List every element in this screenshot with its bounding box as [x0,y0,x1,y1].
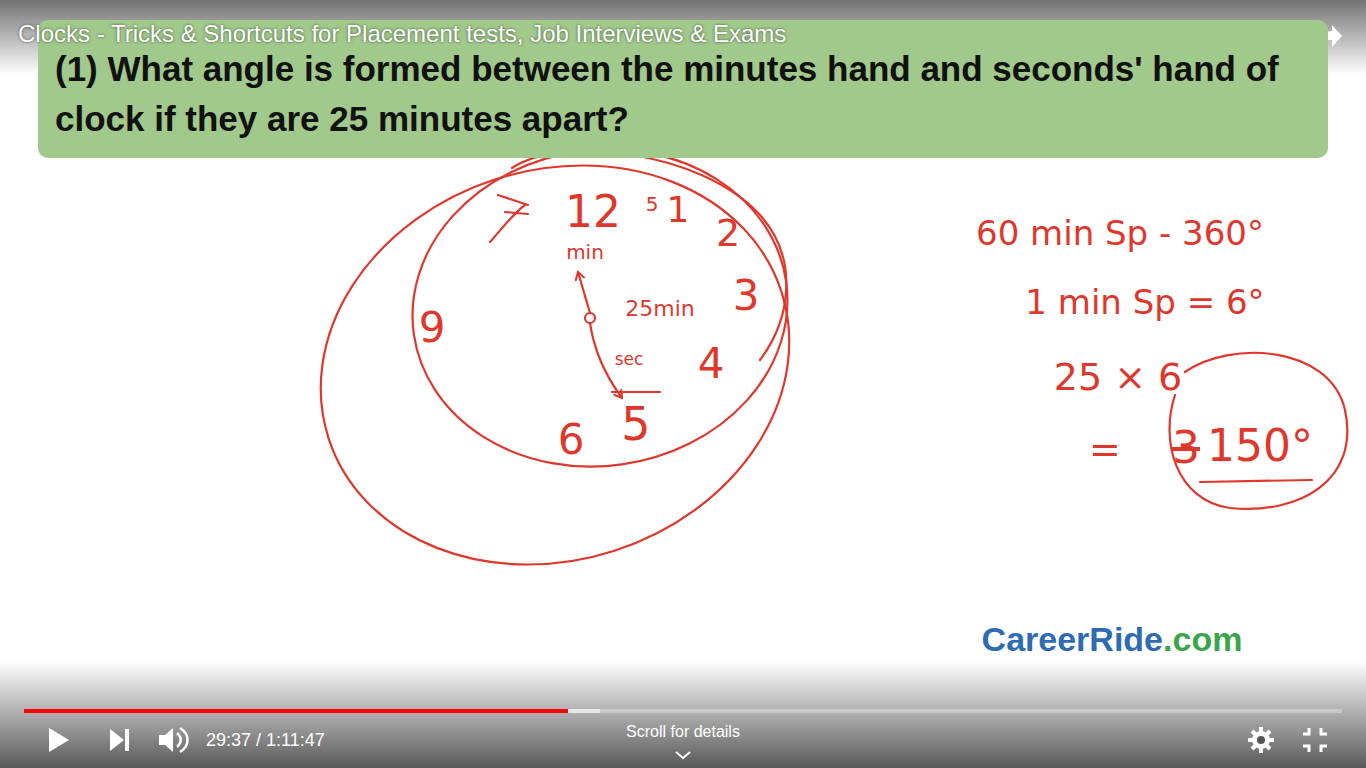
question-text: (1) What angle is formed between the min… [55,44,1312,144]
working-line: 25 × 6 [1054,357,1183,399]
video-title: Clocks - Tricks & Shortcuts for Placemen… [18,21,786,47]
clock-numeral: 1 [667,190,690,230]
working-line: = [1089,429,1121,471]
brand-logo: CareerRide [982,621,1163,658]
time-display: 29:37 / 1:11:47 [206,731,325,751]
clock-numeral: 2 [716,213,740,255]
answer: 150° [1207,422,1313,470]
hand-label: 25min [625,297,694,321]
clock-numeral: 5 [621,399,650,450]
clock-numeral: 5 [646,193,659,215]
clock-sketch [268,106,1347,624]
hand-label: sec [615,350,644,369]
clock-numeral: 12 [565,188,621,236]
hand-label: min [566,241,604,263]
working-line: 60 min Sp - 360° [976,215,1264,252]
clock-numeral: 6 [558,417,585,463]
brand-logo: .com [1163,621,1242,658]
clock-numeral: 3 [733,273,760,319]
clock-numeral: 4 [698,341,725,387]
scroll-hint: Scroll for details [626,723,740,741]
clock-numeral: 9 [419,305,446,351]
working-line: 1 min Sp = 6° [1025,284,1264,321]
struck-digit: 3 [1172,424,1200,472]
